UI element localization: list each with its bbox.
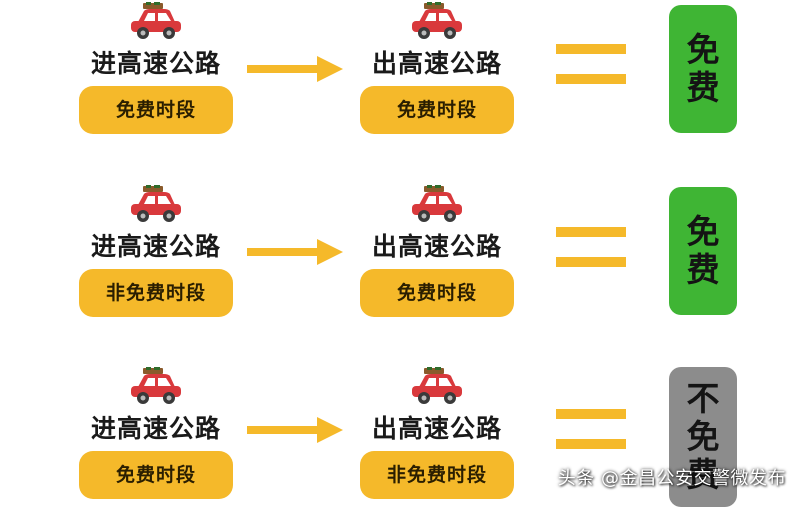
exit-label: 出高速公路 [371,414,502,443]
exit-period-pill: 非免费时段 [360,451,514,499]
entry-period-pill: 免费时段 [79,451,233,499]
exit-block: 出高速公路 免费时段 [352,185,522,335]
result-char: 费 [686,250,720,289]
entry-block: 进高速公路 非免费时段 [71,185,241,335]
exit-label: 出高速公路 [371,49,502,78]
entry-label: 进高速公路 [90,232,221,261]
watermark-text: 头条 @金昌公安交警微发布 [557,468,786,489]
entry-period-pill: 非免费时段 [79,269,233,317]
red-car-icon [131,367,181,404]
equals-sign-icon [556,44,626,88]
entry-label: 进高速公路 [90,414,221,443]
result-badge-not-free: 不 免 费 [669,367,737,507]
red-car-icon [412,185,462,222]
right-arrow-icon [247,56,343,82]
result-char: 费 [686,454,720,494]
red-car-icon [412,367,462,404]
exit-block: 出高速公路 免费时段 [352,2,522,152]
rule-row-1: 进高速公路 免费时段 出高速公路 免费时段 免 费 [0,0,800,165]
exit-period-pill: 免费时段 [360,269,514,317]
exit-block: 出高速公路 非免费时段 [352,367,522,517]
result-badge-free: 免 费 [669,187,737,315]
result-char: 不 [686,379,720,419]
exit-label: 出高速公路 [371,232,502,261]
right-arrow-icon [247,417,343,443]
rule-row-3: 进高速公路 免费时段 出高速公路 非免费时段 不 免 费 [0,365,800,530]
entry-block: 进高速公路 免费时段 [71,2,241,152]
equals-sign-icon [556,227,626,271]
result-char: 免 [686,417,720,457]
result-char: 免 [686,212,720,252]
red-car-icon [412,2,462,39]
right-arrow-icon [247,239,343,265]
entry-block: 进高速公路 免费时段 [71,367,241,517]
red-car-icon [131,2,181,39]
result-badge-free: 免 费 [669,5,737,133]
result-char: 免 [686,30,720,70]
equals-sign-icon [556,409,626,453]
entry-label: 进高速公路 [90,49,221,78]
entry-period-pill: 免费时段 [79,86,233,134]
red-car-icon [131,185,181,222]
exit-period-pill: 免费时段 [360,86,514,134]
rule-row-2: 进高速公路 非免费时段 出高速公路 免费时段 免 费 [0,183,800,348]
result-char: 费 [686,68,720,107]
